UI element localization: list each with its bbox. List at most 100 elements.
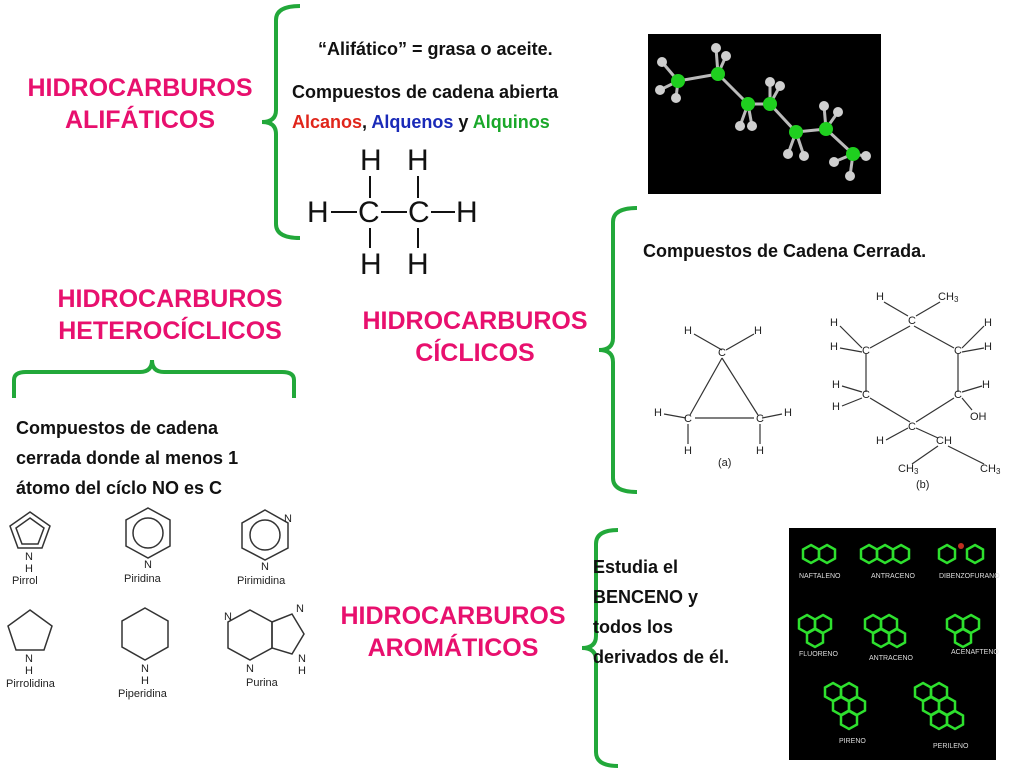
naftaleno-label: NAFTALENO [799,573,841,580]
svg-text:H: H [654,407,662,419]
svg-text:H: H [756,445,764,457]
aliphatic-title: HIDROCARBUROS ALIFÁTICOS [14,72,266,136]
sep1: , [362,112,372,132]
aliphatic-title-line2: ALIFÁTICOS [65,106,215,134]
aromatic-desc-line4: derivados de él. [593,647,730,667]
svg-text:C: C [756,413,764,425]
label-b: (b) [916,479,929,491]
svg-text:H: H [832,379,840,391]
svg-text:N: N [224,611,232,623]
aliphatic-bracket [261,4,301,240]
atom-h: H [307,196,329,229]
pirimidina-structure [241,509,289,561]
cyclic-bracket [598,206,638,494]
svg-text:H: H [982,379,990,391]
svg-text:CH: CH [936,435,952,447]
svg-text:CH: CH [980,463,996,475]
cyclic-title-line2: CÍCLICOS [415,339,535,367]
aromatic-compounds-image: NAFTALENO ANTRACENO DIBENZOFURANO FLUORE… [789,528,1000,760]
svg-text:N: N [141,663,149,675]
ball-stick-molecule-image [648,34,881,194]
atom-h: H [456,196,478,229]
antraceno-model-1 [859,543,911,565]
pirrolidina-structure [7,609,53,651]
heterocycle-structures: N H Pirrol N Piridina N N Pirimidina N H… [6,507,306,700]
svg-text:H: H [684,445,692,457]
svg-text:C: C [862,345,870,357]
svg-text:N: N [284,513,292,525]
svg-text:N: N [25,653,33,665]
piridina-structure [125,507,171,559]
heterocyclic-title-line1: HIDROCARBUROS [57,285,283,313]
svg-text:H: H [141,675,149,687]
svg-text:N: N [246,663,254,675]
svg-text:C: C [908,421,916,433]
cyclic-desc: Compuestos de Cadena Cerrada. [643,241,927,261]
svg-text:H: H [25,665,33,677]
cyclic-title: HIDROCARBUROS CÍCLICOS [340,305,610,369]
heterocyclic-desc-line3: átomo del cíclo NO es C [16,478,223,498]
svg-text:H: H [684,325,692,337]
svg-text:N: N [298,653,306,665]
aromatic-desc-line3: todos los [593,617,673,637]
svg-text:3: 3 [954,295,959,304]
heterocyclic-title: HIDROCARBUROS HETEROCÍCLICOS [30,283,310,347]
atom-h: H [360,144,382,177]
aromatic-bracket [581,528,619,768]
svg-text:C: C [684,413,692,425]
atom-h: H [407,248,429,281]
atom-h: H [360,248,382,281]
aliphatic-desc: Compuestos de cadena abierta [292,82,559,102]
atom-c: C [358,196,380,229]
purina-label: Purina [246,677,279,689]
svg-text:OH: OH [970,411,987,423]
fluoreno-label: FLUORENO [799,651,838,658]
pireno-label: PIRENO [839,738,866,745]
aromatic-compounds-drawing: NAFTALENO ANTRACENO DIBENZOFURANO FLUORE… [797,543,1000,750]
aliphatic-types: Alcanos, Alquenos y Alquinos [292,107,550,137]
pirrol-structure [9,511,51,549]
antraceno-model-2 [863,613,907,649]
pirrol-label: Pirrol [12,575,38,587]
heterocyclic-bracket [12,359,296,398]
svg-text:H: H [832,401,840,413]
label-a: (a) [718,457,731,469]
svg-text:H: H [984,341,992,353]
pirrolidina-label: Pirrolidina [6,678,56,690]
svg-text:N: N [25,551,33,563]
svg-text:N: N [296,603,304,615]
svg-text:H: H [784,407,792,419]
svg-text:3: 3 [996,467,1001,476]
svg-text:CH: CH [938,291,954,303]
aromatic-title-line2: AROMÁTICOS [367,634,539,662]
dibenzofurano-model [937,543,985,565]
heterocyclic-desc-line2: cerrada donde al menos 1 [16,448,239,468]
svg-text:3: 3 [914,467,919,476]
alquenos-label: Alquenos [371,112,454,132]
svg-text:H: H [830,341,838,353]
aliphatic-title-line1: HIDROCARBUROS [27,74,253,102]
fluoreno-model [797,613,833,649]
aromatic-desc: Estudia el BENCENO y todos los derivados… [593,552,729,672]
dibenzofurano-label: DIBENZOFURANO [939,573,1000,580]
svg-text:C: C [954,389,962,401]
svg-text:H: H [876,291,884,303]
svg-text:H: H [876,435,884,447]
antraceno-label-2: ANTRACENO [869,655,914,662]
purina-structure [227,609,305,661]
svg-text:C: C [954,345,962,357]
naftaleno-model [801,543,837,565]
sep2: y [453,112,473,132]
piridina-label: Piridina [124,573,162,585]
acenafteno-label: ACENAFTENO [951,649,999,656]
pirimidina-label: Pirimidina [237,575,286,587]
alquinos-label: Alquinos [472,112,550,132]
svg-text:N: N [144,559,152,571]
heterocyclic-desc: Compuestos de cadena cerrada donde al me… [16,413,238,503]
atom-c: C [408,196,430,229]
aliphatic-note: “Alifático” = grasa o aceite. [318,39,553,59]
svg-text:N: N [261,561,269,573]
svg-text:H: H [298,665,306,677]
